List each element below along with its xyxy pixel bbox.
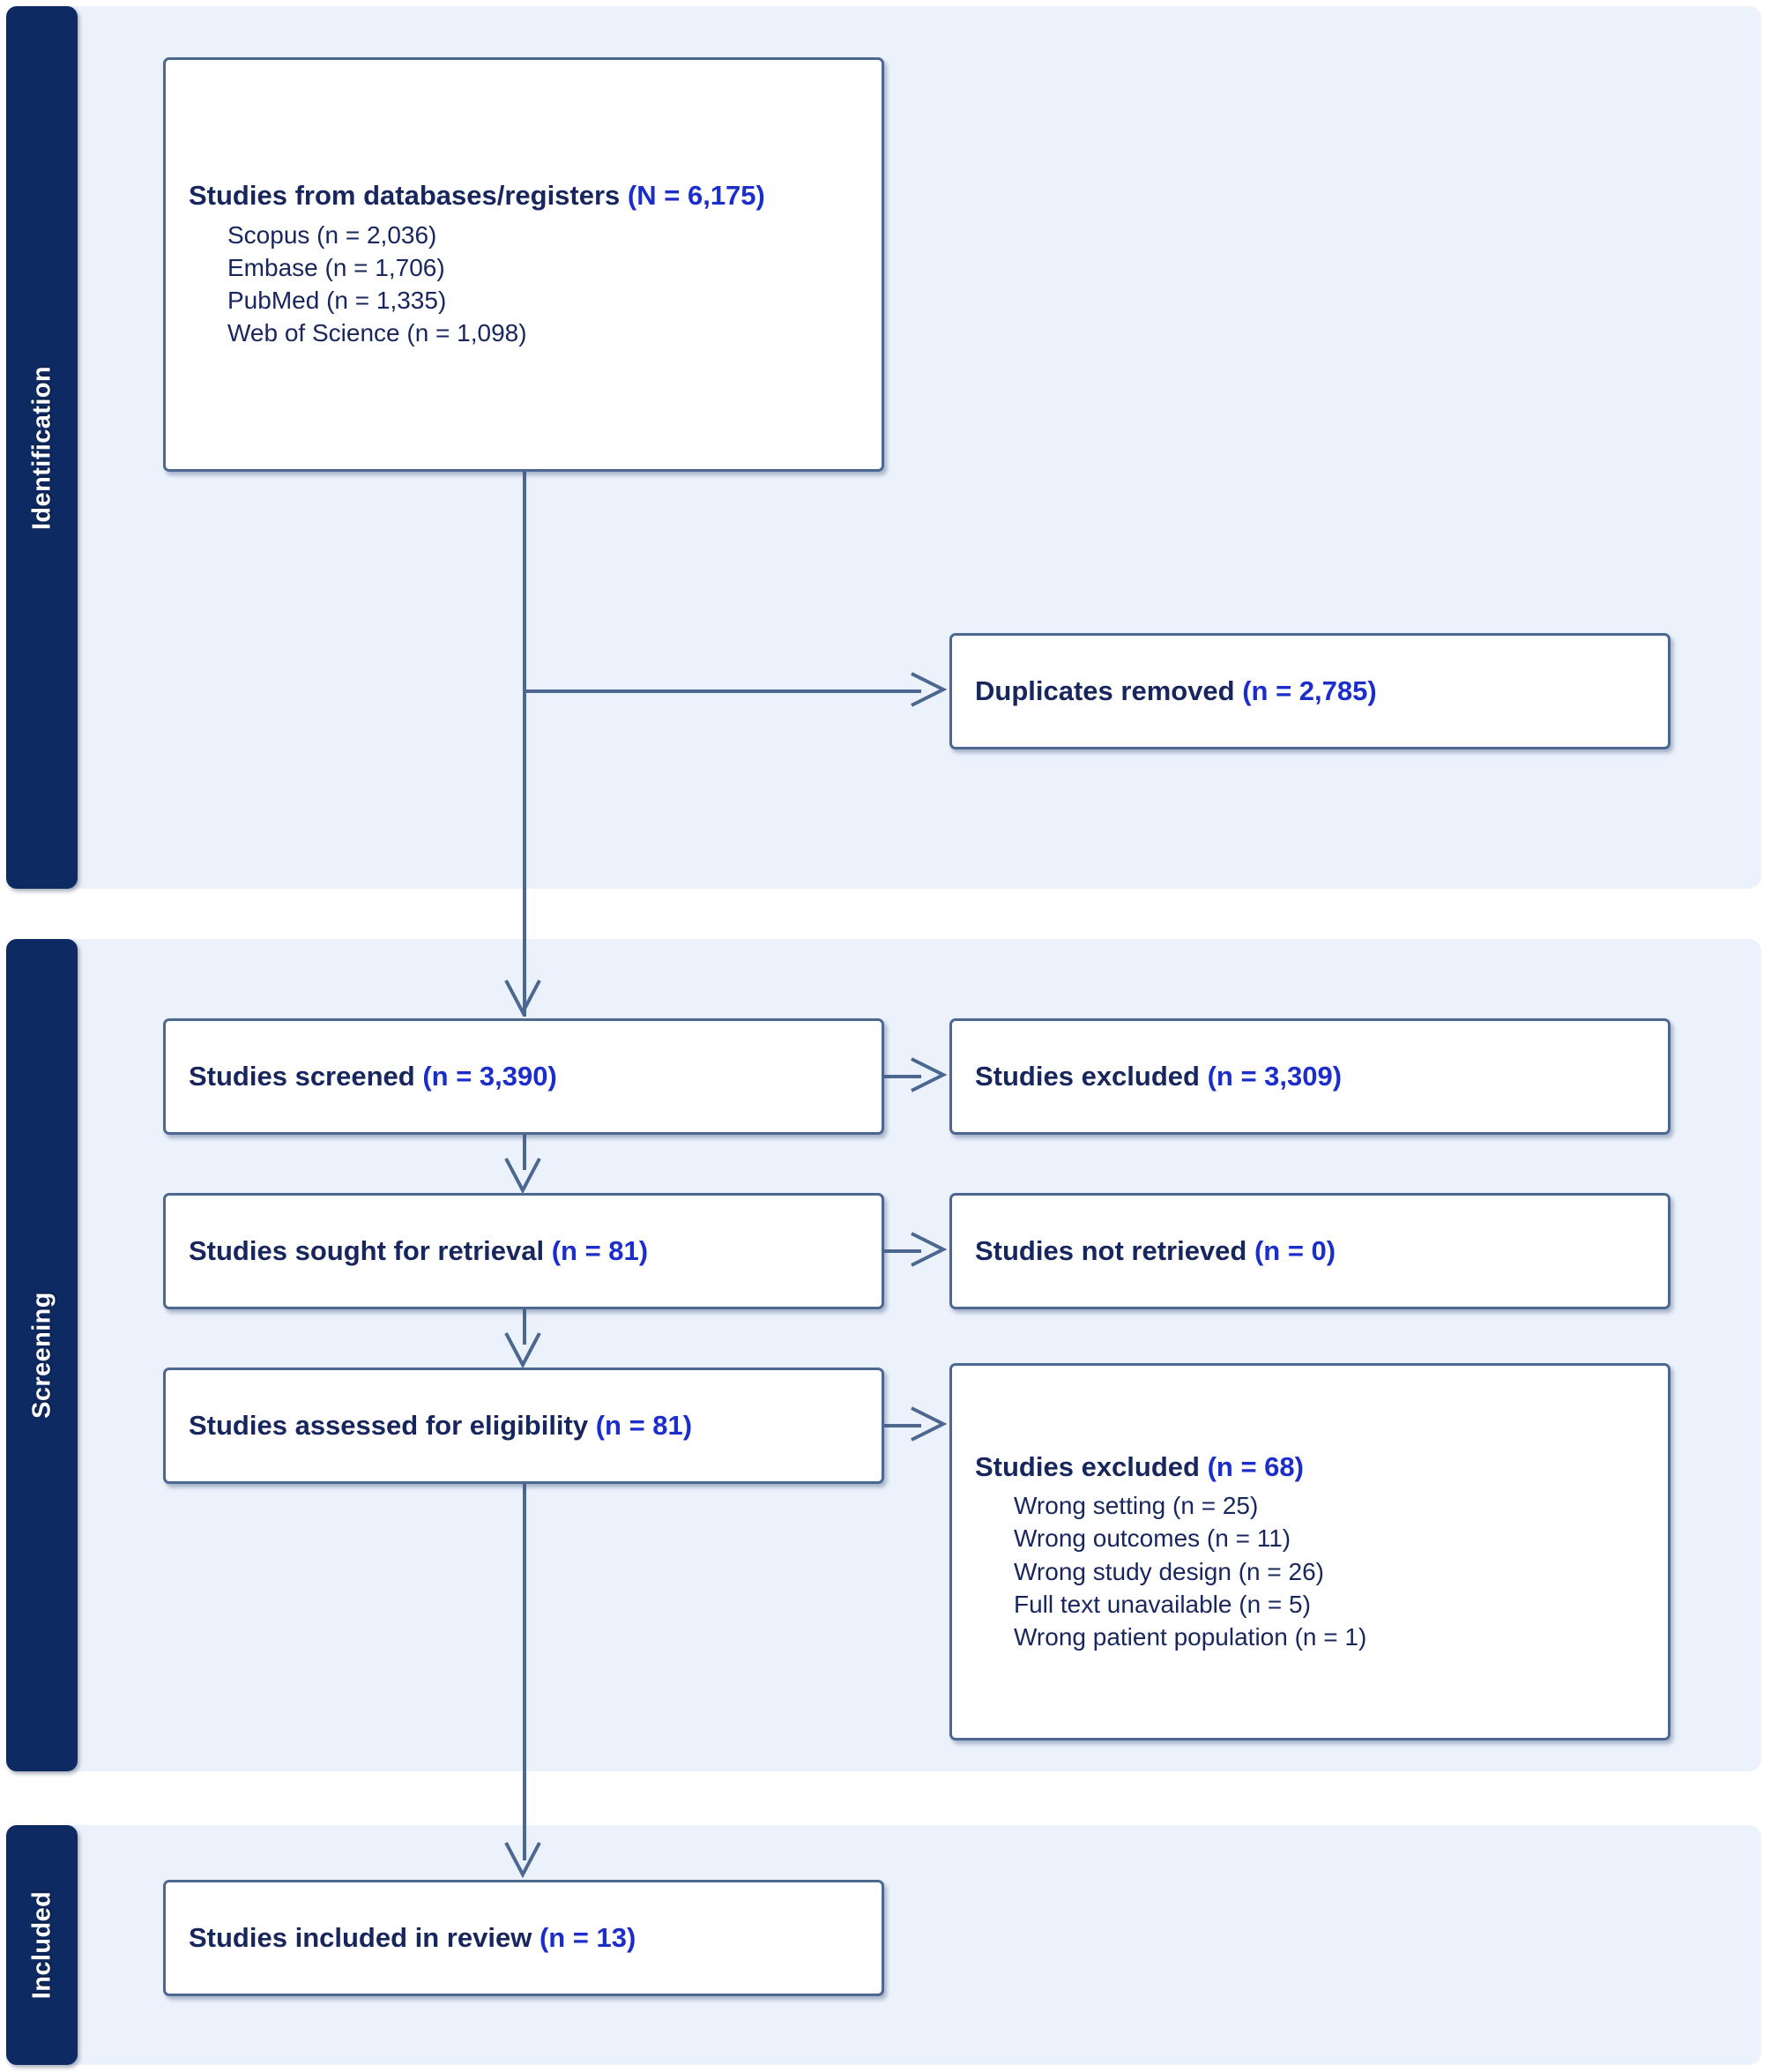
node-label: Studies from databases/registers (N = 6,… <box>189 179 859 212</box>
connector-sources-to-duplicates <box>523 689 921 693</box>
connector-sources-trunk <box>523 472 526 1017</box>
phase-label-screening: Screening <box>27 1292 56 1419</box>
node-label-text: Studies assessed for eligibility <box>189 1409 596 1441</box>
list-item: Wrong study design (n = 26) <box>1014 1557 1325 1585</box>
list-item: Embase (n = 1,706) <box>227 253 445 281</box>
connector-assessed-to-included <box>523 1484 526 1860</box>
node-label-text: Studies sought for retrieval <box>189 1234 552 1266</box>
node-label-text: Duplicates removed <box>975 675 1243 706</box>
node-duplicates-removed: Duplicates removed (n = 2,785) <box>949 633 1671 749</box>
phase-bar-screening: Screening <box>6 939 78 1771</box>
connector-assessed-to-excluded <box>884 1424 921 1427</box>
phase-bar-identification: Identification <box>6 6 78 889</box>
arrowhead-to-excluded-eligibility <box>911 1406 948 1442</box>
node-count: (n = 2,785) <box>1242 675 1377 706</box>
list-item: PubMed (n = 1,335) <box>227 287 447 315</box>
list-item: Wrong setting (n = 25) <box>1014 1492 1259 1520</box>
node-count: (n = 81) <box>595 1409 693 1441</box>
connector-sought-to-notretrieved <box>884 1249 921 1253</box>
node-count: (n = 3,390) <box>422 1060 557 1092</box>
node-studies-screened: Studies screened (n = 3,390) <box>163 1018 884 1135</box>
node-count: (n = 81) <box>551 1234 649 1266</box>
node-label-text: Studies screened <box>189 1060 423 1092</box>
node-studies-from-databases: Studies from databases/registers (N = 6,… <box>163 57 884 472</box>
list-item: Scopus (n = 2,036) <box>227 220 437 249</box>
phase-label-identification: Identification <box>27 365 56 530</box>
list-item: Wrong patient population (n = 1) <box>1014 1623 1367 1651</box>
node-studies-not-retrieved: Studies not retrieved (n = 0) <box>949 1193 1671 1309</box>
node-label-text: Studies not retrieved <box>975 1234 1254 1266</box>
node-count: (N = 6,175) <box>627 180 765 212</box>
arrowhead-to-duplicates <box>911 672 948 707</box>
list-item: Wrong outcomes (n = 11) <box>1014 1524 1291 1553</box>
node-label: Studies included in review (n = 13) <box>189 1921 859 1955</box>
node-label: Studies excluded (n = 68) <box>975 1450 1645 1484</box>
node-studies-assessed-for-eligibility: Studies assessed for eligibility (n = 81… <box>163 1368 884 1484</box>
node-label-text: Studies excluded <box>975 1450 1208 1482</box>
arrowhead-to-not-retrieved <box>911 1232 948 1267</box>
exclusion-reason-list: Wrong setting (n = 25) Wrong outcomes (n… <box>975 1489 1645 1653</box>
node-label: Studies excluded (n = 3,309) <box>975 1060 1645 1093</box>
list-item: Full text unavailable (n = 5) <box>1014 1590 1311 1618</box>
arrowhead-to-sought <box>504 1158 541 1195</box>
source-breakdown-list: Scopus (n = 2,036) Embase (n = 1,706) Pu… <box>189 219 859 350</box>
node-studies-sought-for-retrieval: Studies sought for retrieval (n = 81) <box>163 1193 884 1309</box>
connector-screened-to-sought <box>523 1135 526 1170</box>
node-studies-excluded-screening: Studies excluded (n = 3,309) <box>949 1018 1671 1135</box>
node-count: (n = 0) <box>1254 1234 1336 1266</box>
connector-sought-to-assessed <box>523 1309 526 1345</box>
arrowhead-to-assessed <box>504 1332 541 1369</box>
node-label: Studies assessed for eligibility (n = 81… <box>189 1409 859 1442</box>
node-studies-excluded-eligibility: Studies excluded (n = 68) Wrong setting … <box>949 1363 1671 1740</box>
node-label: Studies sought for retrieval (n = 81) <box>189 1234 859 1268</box>
connector-screened-to-excluded <box>884 1075 921 1078</box>
node-count: (n = 68) <box>1207 1450 1304 1482</box>
node-label-text: Studies from databases/registers <box>189 180 628 212</box>
node-label-text: Studies excluded <box>975 1060 1208 1092</box>
arrowhead-to-screened <box>504 980 541 1017</box>
list-item: Web of Science (n = 1,098) <box>227 319 527 347</box>
phase-bar-included: Included <box>6 1825 78 2065</box>
node-count: (n = 3,309) <box>1207 1060 1343 1092</box>
arrowhead-to-included <box>504 1842 541 1879</box>
node-label: Studies not retrieved (n = 0) <box>975 1234 1645 1268</box>
node-count: (n = 13) <box>539 1921 636 1953</box>
node-label: Studies screened (n = 3,390) <box>189 1060 859 1093</box>
node-studies-included-in-review: Studies included in review (n = 13) <box>163 1880 884 1996</box>
arrowhead-to-excluded-screening <box>911 1057 948 1092</box>
node-label: Duplicates removed (n = 2,785) <box>975 675 1645 708</box>
node-label-text: Studies included in review <box>189 1921 539 1953</box>
phase-label-included: Included <box>27 1890 56 2000</box>
